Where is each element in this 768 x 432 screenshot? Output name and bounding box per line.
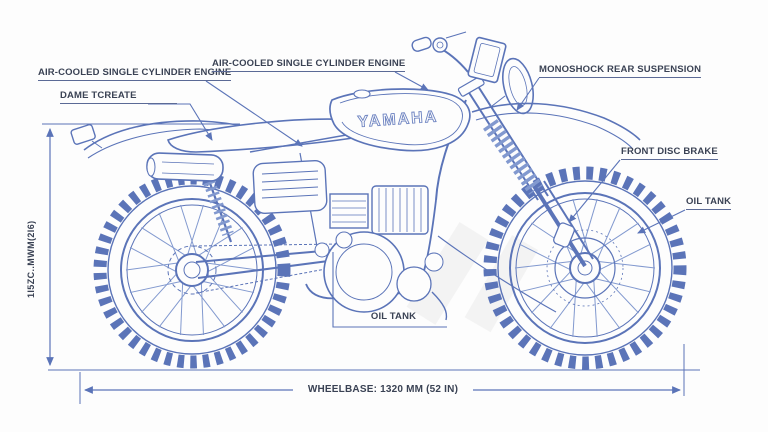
tail-light	[70, 124, 96, 145]
callout-monoshock: MONOSHOCK REAR SUSPENSION	[539, 64, 702, 78]
number-plate	[467, 36, 507, 84]
tank-logo: YAMAHA	[357, 108, 439, 131]
callout-air-cooled-top: AIR-COOLED SINGLE CYLINDER ENGINE	[212, 58, 406, 72]
brake-lever	[445, 31, 467, 39]
front-wheel	[483, 166, 687, 370]
front-brake-caliper	[553, 222, 575, 248]
fuel-tank	[328, 88, 471, 152]
handlebar	[411, 31, 469, 73]
callout-oil-tank-right: OIL TANK	[686, 196, 732, 210]
height-dimension	[42, 123, 240, 367]
watermark	[406, 221, 539, 333]
left-grip	[411, 36, 432, 52]
fuel-cap	[353, 89, 371, 99]
front-fender	[471, 102, 641, 149]
height-dimension-text: 1I5ZC..MWM(2I6)	[26, 220, 36, 298]
callout-leaders	[148, 71, 686, 328]
carburetor	[335, 231, 353, 249]
front-brake-disc	[554, 237, 616, 299]
side-panel	[252, 159, 328, 215]
kick-lever	[431, 291, 448, 321]
callout-air-cooled-left: AIR-COOLED SINGLE CYLINDER ENGINE	[38, 67, 232, 81]
drive-chain	[193, 243, 341, 247]
callout-oil-tank-bottom: OIL TANK	[370, 311, 417, 322]
muffler	[146, 152, 224, 182]
wheelbase-dimension-text: WHEELBASE: 1320 MM (52 IN)	[293, 383, 473, 396]
engine	[314, 185, 448, 321]
callout-front-disc-brake: FRONT DISC BRAKE	[621, 146, 718, 160]
fork-gaiter	[483, 119, 543, 195]
callout-dame-tcreate: DAME TCREATE	[60, 90, 177, 104]
